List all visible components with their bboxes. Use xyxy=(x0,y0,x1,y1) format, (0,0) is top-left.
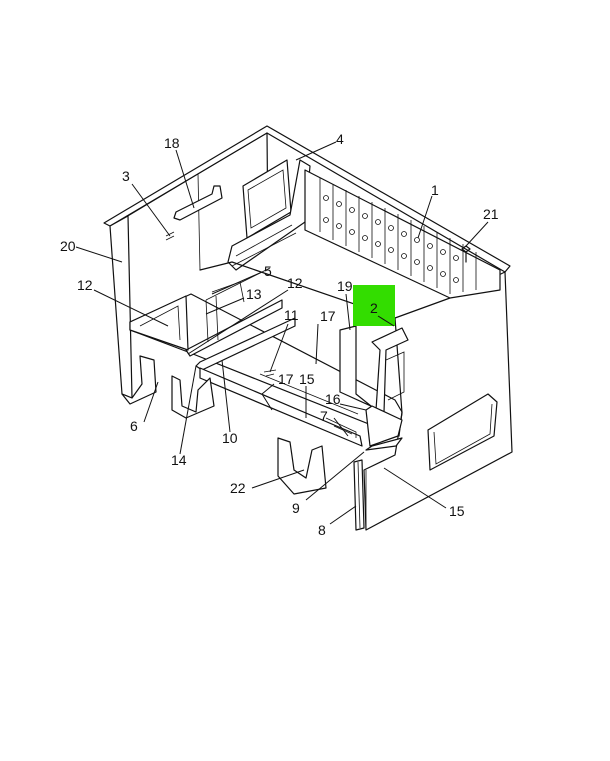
leader-lines xyxy=(75,141,489,525)
callout-12-center[interactable]: 12 xyxy=(287,275,303,291)
callout-5[interactable]: 5 xyxy=(264,263,272,279)
callout-13[interactable]: 13 xyxy=(246,286,262,302)
callout-7[interactable]: 7 xyxy=(320,408,328,424)
highlight-box xyxy=(353,285,395,326)
callout-3[interactable]: 3 xyxy=(122,168,130,184)
rib-panel-slots xyxy=(319,178,477,294)
callout-20[interactable]: 20 xyxy=(60,238,76,254)
callout-1[interactable]: 1 xyxy=(431,182,439,198)
highlighted-part-2[interactable]: 2 xyxy=(353,285,395,327)
callout-11[interactable]: 11 xyxy=(284,307,299,323)
callout-21[interactable]: 21 xyxy=(483,206,499,222)
callout-14[interactable]: 14 xyxy=(171,452,187,468)
callout-4[interactable]: 4 xyxy=(336,131,344,147)
highlight-label: 2 xyxy=(370,300,378,316)
callout-16[interactable]: 16 xyxy=(325,391,341,407)
callout-8[interactable]: 8 xyxy=(318,522,326,538)
callout-15-lower[interactable]: 15 xyxy=(449,503,465,519)
callout-10[interactable]: 10 xyxy=(222,430,238,446)
callout-22[interactable]: 22 xyxy=(230,480,246,496)
callout-19[interactable]: 19 xyxy=(337,278,353,294)
callout-12-left[interactable]: 12 xyxy=(77,277,93,293)
callout-6[interactable]: 6 xyxy=(130,418,138,434)
callout-17-lower[interactable]: 17 xyxy=(278,371,294,387)
callout-9[interactable]: 9 xyxy=(292,500,300,516)
callout-15-upper[interactable]: 15 xyxy=(299,371,315,387)
cab-structure-drawing xyxy=(103,125,513,531)
callout-17-upper[interactable]: 17 xyxy=(320,308,336,324)
callout-labels: 1 4 18 3 21 20 12 5 13 12 19 11 17 17 15… xyxy=(60,131,499,538)
callout-18[interactable]: 18 xyxy=(164,135,180,151)
